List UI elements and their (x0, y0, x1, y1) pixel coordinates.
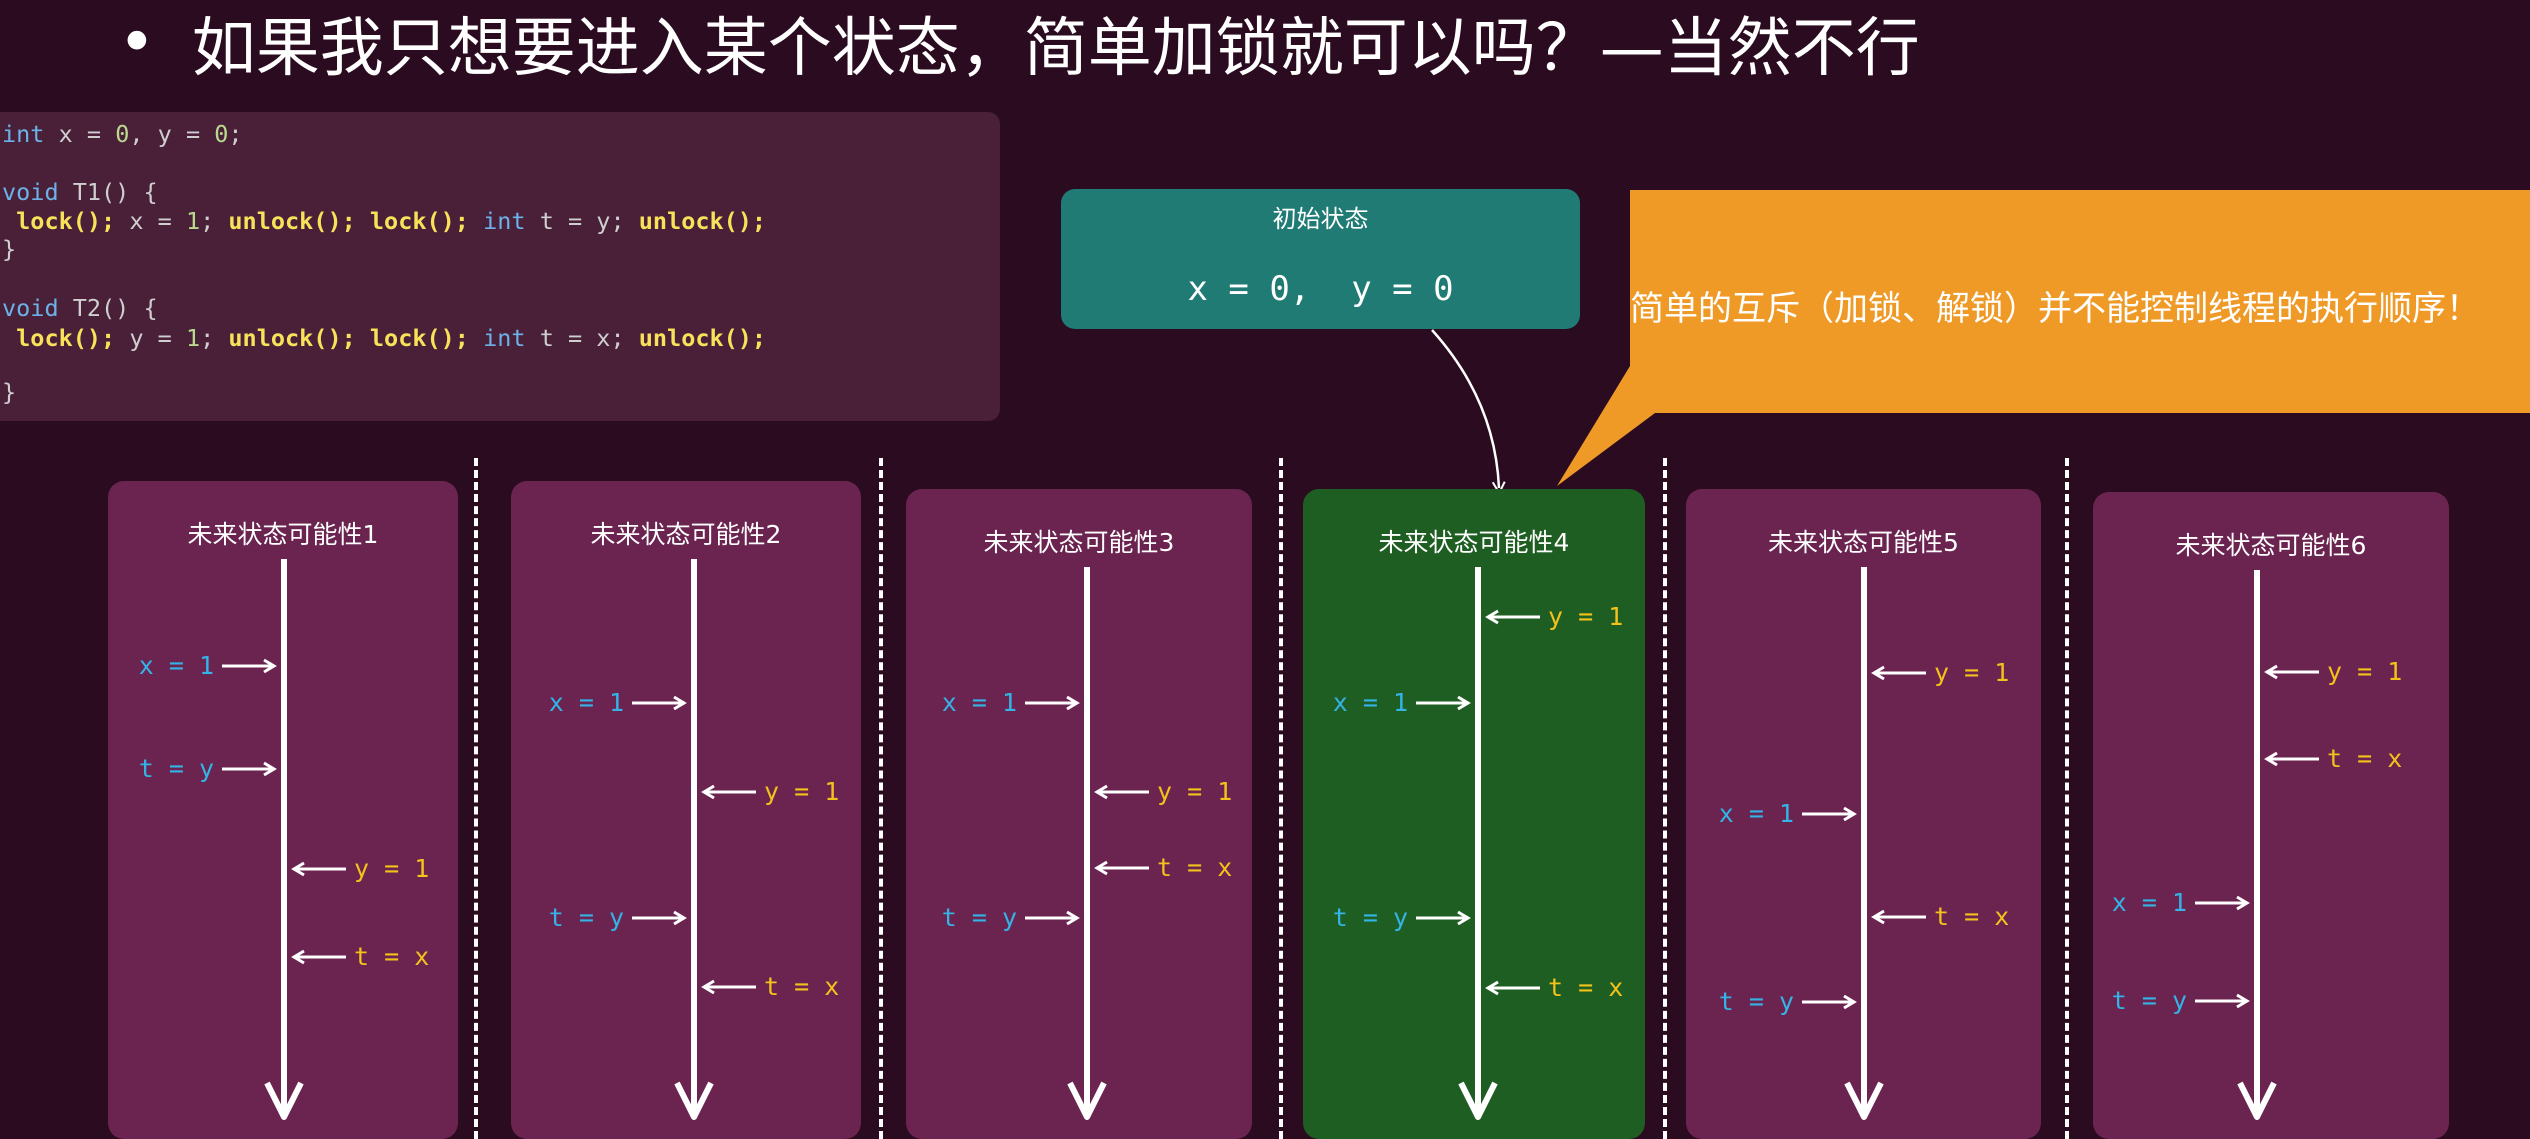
timeline-graphic (632, 559, 756, 1120)
future-state-panel-2: 未来状态可能性2 x = 1 y = 1 t = y t = x (511, 481, 861, 1139)
event-label: t = y (1332, 903, 1408, 932)
timeline-arrowhead (674, 1081, 714, 1120)
future-state-panel-6: 未来状态可能性6 y = 1 t = x x = 1 t = y (2093, 492, 2449, 1139)
event-label: y = 1 (764, 777, 840, 806)
event-arrow (1871, 665, 1926, 681)
divider-1 (474, 458, 478, 1139)
divider-3 (1279, 458, 1283, 1139)
panel-title: 未来状态可能性6 (2175, 531, 2367, 560)
event-label: y = 1 (1157, 777, 1233, 806)
event-arrow (1802, 994, 1857, 1010)
future-state-panel-1: 未来状态可能性1 x = 1 t = y y = 1 t = x (108, 481, 458, 1139)
event-arrow (701, 979, 756, 995)
event-label: x = 1 (548, 688, 624, 717)
event-label: x = 1 (138, 651, 214, 680)
event-arrow (701, 784, 756, 800)
panel-title: 未来状态可能性1 (187, 520, 379, 549)
event-label: t = x (1157, 853, 1233, 882)
title-bullet: • (118, 6, 156, 80)
event-label: t = y (138, 754, 214, 783)
timeline-arrowhead (1458, 1081, 1498, 1120)
slide-title: • 如果我只想要进入某个状态，简单加锁就可以吗？—当然不行 (118, 0, 1920, 86)
event-arrow (2195, 993, 2250, 1009)
event-arrow (2264, 751, 2319, 767)
event-arrow (2195, 895, 2250, 911)
event-arrow (1094, 784, 1149, 800)
connector-arrow (1431, 329, 1499, 488)
timeline-arrowhead (1067, 1081, 1107, 1120)
event-arrow (1416, 910, 1471, 926)
timeline-graphic (1416, 567, 1540, 1120)
event-arrow (1025, 695, 1080, 711)
event-arrow (1416, 695, 1471, 711)
event-label: t = y (2111, 986, 2187, 1015)
event-label: t = y (1718, 987, 1794, 1016)
event-arrow (2264, 664, 2319, 680)
event-label: t = x (2327, 744, 2403, 773)
code-line-3: lock(); x = 1; unlock(); lock(); int t =… (16, 207, 767, 235)
event-label: y = 1 (1934, 658, 2010, 687)
event-label: t = y (548, 903, 624, 932)
code-line-2: void T1() { (2, 178, 158, 206)
event-label: t = x (354, 942, 430, 971)
initial-state-title: 初始状态 (1272, 205, 1369, 233)
panel-title: 未来状态可能性3 (983, 528, 1175, 557)
event-arrow (1871, 909, 1926, 925)
code-block: int x = 0, y = 0; void T1() { lock(); x … (0, 112, 1000, 421)
event-label: y = 1 (1548, 602, 1624, 631)
code-line-7: } (2, 378, 17, 406)
initial-state-value: x = 0, y = 0 (1187, 269, 1454, 309)
callout-text: 简单的互斥（加锁、解锁）并不能控制线程的执行顺序！ (1630, 289, 2480, 329)
callout-shape (1557, 190, 2530, 486)
event-arrow (1025, 910, 1080, 926)
timeline-arrowhead (264, 1081, 304, 1120)
panel-title: 未来状态可能性5 (1768, 528, 1959, 557)
event-arrow (632, 695, 687, 711)
event-arrow (222, 761, 277, 777)
event-arrow (291, 949, 346, 965)
future-state-panel-3: 未来状态可能性3 x = 1 y = 1 t = x t = y (906, 489, 1252, 1139)
event-label: t = x (764, 972, 840, 1001)
event-label: x = 1 (2111, 888, 2187, 917)
panel-title: 未来状态可能性4 (1378, 528, 1570, 557)
event-label: t = y (941, 903, 1017, 932)
future-state-panel-5: 未来状态可能性5 y = 1 x = 1 t = x t = y (1686, 489, 2041, 1139)
event-arrow (1485, 980, 1540, 996)
code-line-1: int x = 0, y = 0; (2, 120, 243, 148)
event-label: y = 1 (354, 854, 430, 883)
timeline-graphic (1025, 567, 1149, 1120)
event-label: x = 1 (1718, 799, 1794, 828)
timeline-graphic (222, 559, 346, 1120)
future-state-panel-4: 未来状态可能性4 y = 1 x = 1 t = y t = x (1303, 489, 1645, 1139)
initial-state-box: 初始状态 x = 0, y = 0 (1061, 189, 1580, 329)
event-label: y = 1 (2327, 657, 2403, 686)
event-label: t = x (1548, 973, 1624, 1002)
event-arrow (1802, 806, 1857, 822)
event-label: x = 1 (1332, 688, 1408, 717)
panel-title: 未来状态可能性2 (590, 520, 782, 549)
event-label: x = 1 (941, 688, 1017, 717)
event-arrow (222, 658, 277, 674)
title-text: 如果我只想要进入某个状态，简单加锁就可以吗？—当然不行 (191, 12, 1920, 86)
event-arrow (632, 910, 687, 926)
divider-4 (1663, 458, 1667, 1139)
code-line-6: lock(); y = 1; unlock(); lock(); int t =… (16, 324, 767, 352)
callout-bubble (1557, 190, 2530, 486)
timeline-arrowhead (1844, 1081, 1884, 1120)
timeline-arrowhead (2237, 1081, 2277, 1120)
divider-5 (2065, 458, 2069, 1139)
event-arrow (291, 861, 346, 877)
event-label: t = x (1934, 902, 2010, 931)
event-arrow (1485, 609, 1540, 625)
event-arrow (1094, 860, 1149, 876)
code-line-5: void T2() { (2, 294, 158, 322)
divider-2 (879, 458, 883, 1139)
timeline-graphic (1802, 567, 1926, 1120)
code-line-4: } (2, 235, 17, 263)
timeline-graphic (2195, 570, 2319, 1120)
